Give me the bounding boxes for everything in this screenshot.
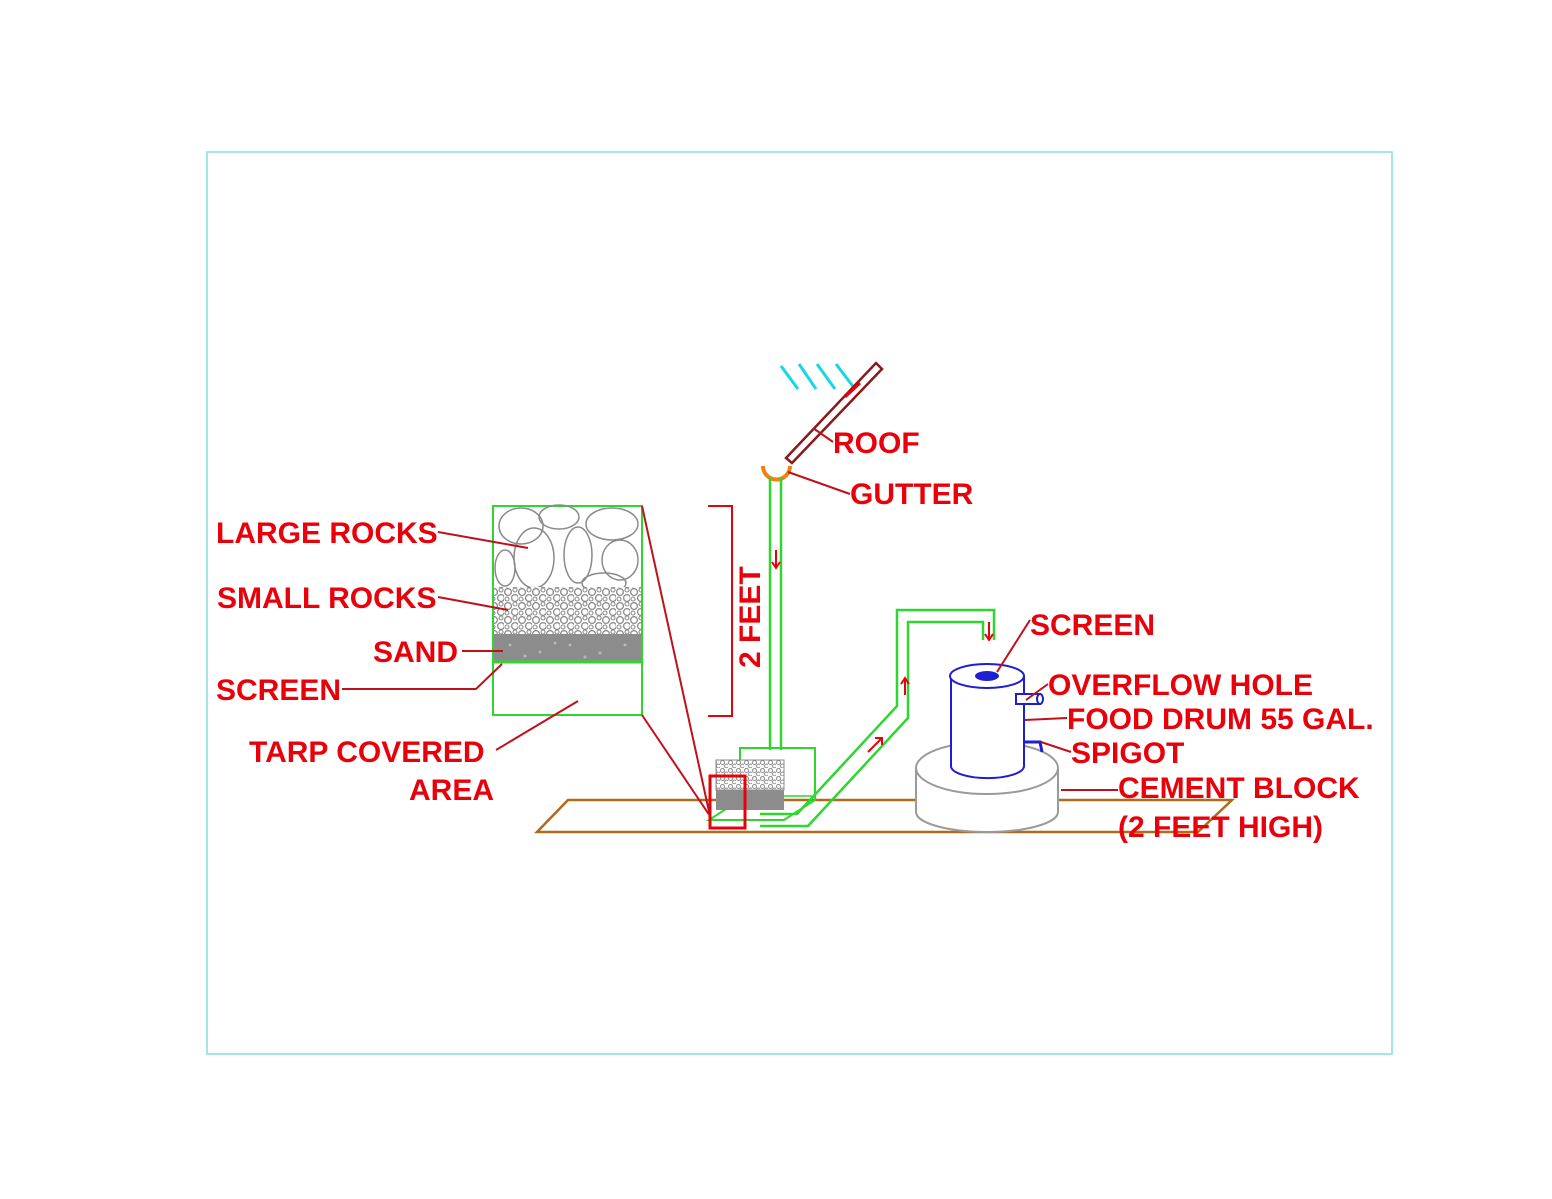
- tarp-label-line1: TARP COVERED: [249, 736, 485, 769]
- filter-box: [705, 747, 816, 821]
- outlet-pipe: [760, 608, 996, 828]
- gutter-label: GUTTER: [850, 478, 974, 511]
- flow-arrow-up-icon: [900, 676, 910, 695]
- flow-arrow-diagonal-icon: [867, 737, 883, 753]
- leader-lines: [342, 427, 1118, 791]
- detail-callout-lines: [641, 505, 711, 817]
- small-rocks-layer: [494, 587, 641, 634]
- downspout-pipe: [768, 478, 783, 750]
- sand-label: SAND: [373, 636, 458, 669]
- roof: [784, 361, 884, 465]
- screen-filter-label: SCREEN: [216, 674, 341, 707]
- cement-block-label-line2: (2 FEET HIGH): [1118, 811, 1323, 844]
- gutter-icon: [761, 465, 792, 482]
- filter-detail: [492, 504, 643, 716]
- detail-callout-box: [708, 774, 747, 830]
- large-rocks-label: LARGE ROCKS: [216, 517, 438, 550]
- screen-drum-label: SCREEN: [1030, 609, 1155, 642]
- tarp-label-line2: AREA: [409, 774, 494, 807]
- sand-layer: [494, 634, 641, 662]
- overflow-hole-icon: [1015, 693, 1044, 705]
- spigot-label: SPIGOT: [1071, 737, 1184, 770]
- height-label: 2 FEET: [734, 566, 767, 668]
- overflow-hole-label: OVERFLOW HOLE: [1048, 669, 1313, 702]
- roof-label: ROOF: [833, 427, 920, 460]
- flow-arrow-into-drum-icon: [984, 622, 994, 642]
- small-rocks-label: SMALL ROCKS: [217, 582, 436, 615]
- rain-icon: [779, 363, 857, 390]
- flow-arrow-down-icon: [771, 550, 781, 570]
- food-drum-label: FOOD DRUM 55 GAL.: [1067, 703, 1374, 736]
- spigot-icon: [1024, 740, 1044, 753]
- height-bracket: [708, 505, 733, 717]
- cement-block-label-line1: CEMENT BLOCK: [1118, 772, 1360, 805]
- food-drum: [949, 663, 1025, 780]
- drum-screen-icon: [975, 671, 999, 681]
- drawing-border: [206, 151, 1393, 1055]
